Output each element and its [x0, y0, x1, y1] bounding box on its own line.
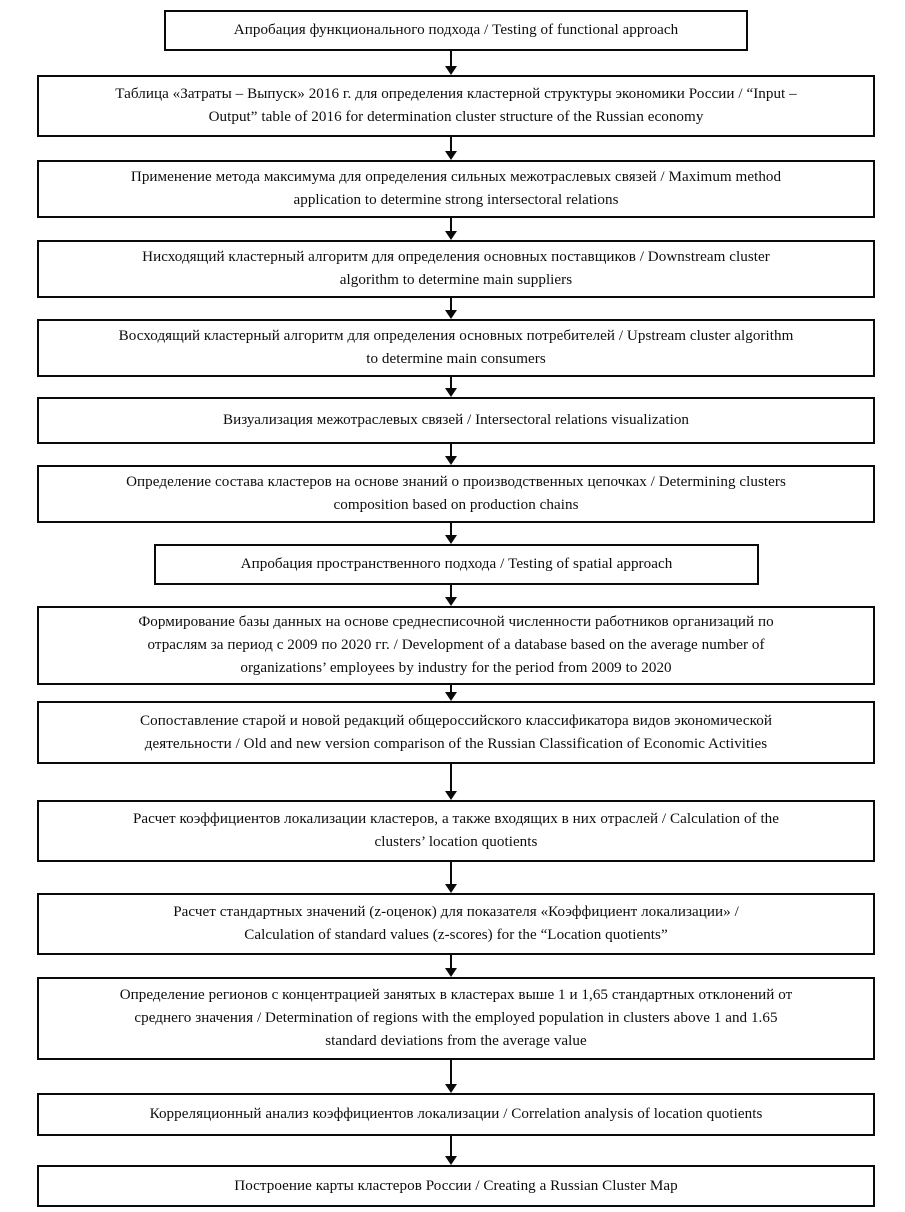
- node-maximum-method-application[interactable]: Применение метода максимума для определе…: [37, 160, 875, 218]
- node-intersectoral-relations-visualization[interactable]: Визуализация межотраслевых связей / Inte…: [37, 397, 875, 444]
- arrow-down-icon-10: [443, 764, 459, 800]
- node-label: Сопоставление старой и новой редакций об…: [139, 712, 772, 752]
- node-upstream-cluster-algorithm[interactable]: Восходящий кластерный алгоритм для опред…: [37, 319, 875, 377]
- node-determining-clusters-composition[interactable]: Определение состава кластеров на основе …: [37, 465, 875, 523]
- arrow-down-icon-8: [443, 585, 459, 606]
- node-label: Расчет стандартных значений (z-оценок) д…: [173, 904, 739, 943]
- node-input-output-table-2016[interactable]: Таблица «Затраты – Выпуск» 2016 г. для о…: [37, 75, 875, 137]
- node-label: Построение карты кластеров России / Crea…: [234, 1177, 678, 1194]
- node-label: Корреляционный анализ коэффициентов лока…: [149, 1106, 763, 1123]
- arrow-down-icon-3: [443, 218, 459, 240]
- node-z-scores-calculation[interactable]: Расчет стандартных значений (z-оценок) д…: [37, 893, 875, 955]
- arrow-down-icon-12: [443, 955, 459, 977]
- node-testing-spatial-approach[interactable]: Апробация пространственного подхода / Te…: [154, 544, 759, 585]
- arrow-down-icon-11: [443, 862, 459, 893]
- arrow-down-icon-13: [443, 1060, 459, 1093]
- node-regions-determination-std-deviations[interactable]: Определение регионов с концентрацией зан…: [37, 977, 875, 1060]
- node-label: Восходящий кластерный алгоритм для опред…: [118, 328, 794, 367]
- node-label: Определение состава кластеров на основе …: [126, 474, 786, 513]
- node-label: Таблица «Затраты – Выпуск» 2016 г. для о…: [115, 86, 797, 125]
- node-label: Апробация функционального подхода / Test…: [233, 22, 679, 39]
- arrow-down-icon-6: [443, 444, 459, 465]
- node-database-development-employees[interactable]: Формирование базы данных на основе средн…: [37, 606, 875, 685]
- node-label: Нисходящий кластерный алгоритм для опред…: [142, 249, 770, 288]
- arrow-down-icon-1: [443, 51, 459, 75]
- node-classifier-version-comparison[interactable]: Сопоставление старой и новой редакций об…: [37, 701, 875, 764]
- node-testing-functional-approach[interactable]: Апробация функционального подхода / Test…: [164, 10, 748, 51]
- arrow-down-icon-14: [443, 1136, 459, 1165]
- arrow-down-icon-4: [443, 298, 459, 319]
- node-label: Визуализация межотраслевых связей / Inte…: [222, 412, 690, 429]
- node-label: Расчет коэффициентов локализации кластер…: [132, 811, 780, 850]
- node-label: Формирование базы данных на основе средн…: [138, 614, 774, 676]
- arrow-down-icon-2: [443, 137, 459, 160]
- arrow-down-icon-9: [443, 685, 459, 701]
- arrow-down-icon-7: [443, 523, 459, 544]
- node-label: Определение регионов с концентрацией зан…: [119, 987, 793, 1049]
- arrow-down-icon-5: [443, 377, 459, 397]
- node-downstream-cluster-algorithm[interactable]: Нисходящий кластерный алгоритм для опред…: [37, 240, 875, 298]
- node-creating-russian-cluster-map[interactable]: Построение карты кластеров России / Crea…: [37, 1165, 875, 1207]
- node-label: Применение метода максимума для определе…: [130, 169, 782, 208]
- node-label: Апробация пространственного подхода / Te…: [240, 556, 673, 573]
- node-correlation-analysis[interactable]: Корреляционный анализ коэффициентов лока…: [37, 1093, 875, 1136]
- node-location-quotients-calculation[interactable]: Расчет коэффициентов локализации кластер…: [37, 800, 875, 862]
